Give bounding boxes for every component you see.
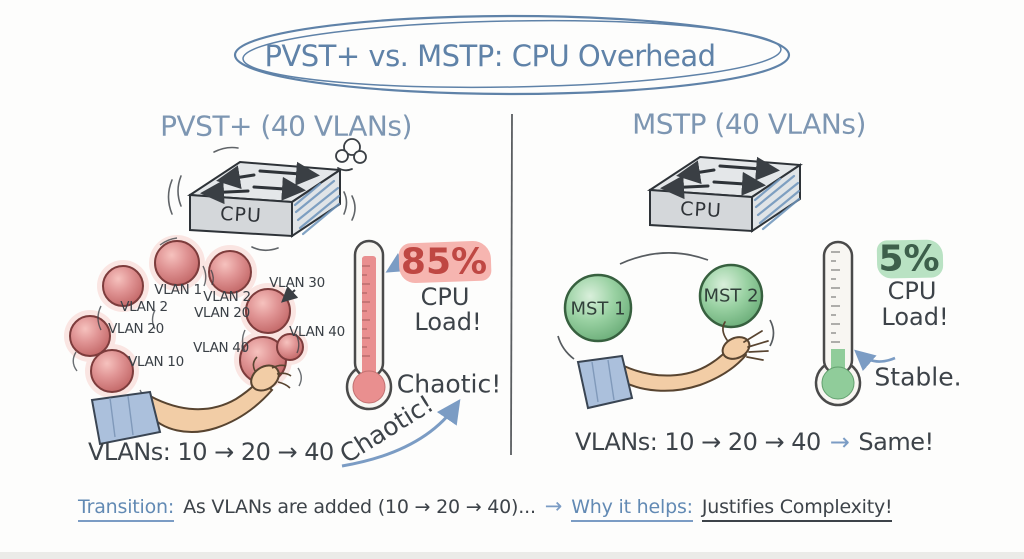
mstp-cpu-word: CPU (887, 277, 937, 305)
footer-note: Transition: As VLANs are added (10 → 20 … (78, 494, 893, 522)
vlan-ball-label: VLAN 2 (203, 289, 251, 305)
transition-label: Transition: (78, 496, 174, 522)
mst1-ball-label: MST 1 (570, 298, 626, 320)
juggling-arm-right (576, 321, 769, 410)
vlan-ball-label: VLAN 40 (193, 340, 249, 356)
vlan-ball-label: VLAN 40 (289, 324, 345, 340)
vlan-ball-label: VLAN 20 (194, 305, 250, 321)
pvst-panel-heading: PVST+ (40 VLANs) (160, 109, 412, 143)
same-arrow-icon: → (829, 428, 850, 456)
why-it-helps-text: Justifies Complexity! (701, 496, 893, 522)
footer-arrow-icon: → (544, 494, 563, 518)
mst-balls (557, 252, 775, 360)
pvst-vlan-progression: VLANs: 10 → 20 → 40 (88, 438, 334, 466)
why-it-helps-label: Why it helps: (571, 496, 693, 522)
mstp-load-word: Load! (881, 303, 949, 331)
pvst-switch-cpu-label: CPU (219, 202, 263, 228)
smoke-puff-icon (335, 138, 367, 172)
pvst-cpu-load-value: 85% (400, 241, 488, 283)
vlan-balls (64, 235, 308, 410)
thermometer-mstp (814, 240, 862, 407)
transition-text: As VLANs are added (10 → 20 → 40)... (183, 496, 536, 518)
vlan-ball-label: VLAN 1 (154, 282, 202, 298)
vlan30-pointer-arrow (281, 286, 299, 303)
mstp-switch-cpu-label: CPU (679, 197, 723, 223)
mstp-panel-heading: MSTP (40 VLANs) (632, 107, 866, 141)
juggling-arm-left (90, 356, 292, 446)
pvst-cpu-word: CPU (420, 283, 470, 311)
mstp-cpu-load-value: 5% (878, 238, 940, 280)
panel-divider (510, 113, 513, 456)
thermometer-pvst (345, 239, 393, 411)
mstp-switch-illustration (646, 155, 803, 233)
board-edge (0, 552, 1024, 559)
mstp-vlan-progression: VLANs: 10 → 20 → 40 (575, 428, 821, 456)
arrow-to-low-level (854, 349, 896, 372)
diagram-title: PVST+ vs. MSTP: CPU Overhead (264, 39, 716, 73)
vlan-ball-label: VLAN 2 (120, 299, 168, 315)
pvst-load-word: Load! (414, 308, 482, 336)
pvst-switch-illustration (167, 138, 367, 252)
mst2-ball-label: MST 2 (703, 285, 759, 307)
same-annotation: Same! (858, 428, 934, 456)
pvst-status-text: Chaotic! (396, 369, 502, 399)
vlan-ball-label: VLAN 10 (128, 354, 184, 370)
mstp-vlan-progression-row: VLANs: 10 → 20 → 40 → Same! (575, 428, 934, 456)
vlan-ball-label: VLAN 20 (108, 321, 164, 337)
vlan-ball-label: VLAN 30 (269, 275, 325, 291)
mstp-status-text: Stable. (874, 362, 962, 392)
chaotic-trend-arrow (341, 399, 461, 468)
title-ellipse (233, 14, 791, 96)
